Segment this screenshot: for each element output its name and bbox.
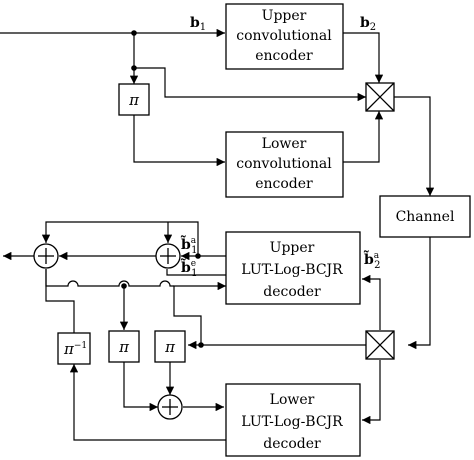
lower-decoder-line1: Lower bbox=[270, 392, 315, 408]
upper-decoder-line3: decoder bbox=[263, 284, 321, 300]
channel-label: Channel bbox=[396, 209, 455, 225]
junction-dot bbox=[121, 283, 127, 289]
systematic-to-upper-decoder bbox=[173, 281, 226, 345]
top-feedback-loop bbox=[41, 221, 199, 256]
upper-decoder-block bbox=[225, 231, 361, 305]
extrinsic-bus bbox=[45, 269, 174, 287]
junction-dot bbox=[131, 65, 137, 71]
pi-mid-to-adder bbox=[123, 362, 158, 412]
upper-encoder-line3: encoder bbox=[255, 48, 313, 64]
interleaver-right-symbol: π bbox=[164, 338, 176, 356]
lower-encoder-line3: encoder bbox=[255, 176, 313, 192]
lower-encoder-output bbox=[343, 111, 384, 163]
interleaver-mid-symbol: π bbox=[118, 338, 130, 356]
interleaver-symbol: π bbox=[128, 91, 140, 109]
upper-decoder-line1: Upper bbox=[270, 240, 315, 256]
upper-encoder-block bbox=[225, 3, 344, 70]
extrinsic-feedback bbox=[166, 269, 226, 276]
lower-encoder-line2: convolutional bbox=[236, 156, 332, 172]
channel-block bbox=[379, 195, 471, 238]
deinterleaver-path bbox=[45, 269, 75, 333]
deinterleaver-symbol: π−1 bbox=[63, 340, 87, 358]
demux-to-upper-decoder bbox=[362, 274, 381, 330]
adder-bottom-icon bbox=[157, 394, 183, 420]
junction-dot bbox=[131, 30, 137, 36]
deinterleaver-block bbox=[57, 332, 91, 365]
upper-decoder-line2: LUT-Log-BCJR bbox=[241, 262, 343, 278]
junction-dot bbox=[195, 253, 201, 259]
interleaver-right-block bbox=[154, 330, 186, 363]
upper-encoder-output bbox=[343, 32, 384, 83]
channel-to-demux bbox=[408, 237, 431, 350]
signal-b2-label: b2 bbox=[360, 15, 376, 33]
lower-decoder-block bbox=[225, 383, 361, 457]
adder-left-icon bbox=[33, 243, 59, 269]
lower-decoder-line2: LUT-Log-BCJR bbox=[241, 414, 343, 430]
demux-to-lower-decoder bbox=[362, 360, 381, 425]
signal-b1-label: b1 bbox=[190, 15, 206, 33]
junction-dot bbox=[198, 342, 204, 348]
lower-encoder-line1: Lower bbox=[262, 136, 307, 152]
multiplexer-icon bbox=[365, 82, 395, 112]
systematic-path bbox=[134, 67, 366, 102]
interleaver-to-lower-encoder bbox=[133, 115, 225, 167]
demultiplexer-icon bbox=[365, 330, 395, 360]
interleaver-mid-block bbox=[108, 330, 140, 363]
mux-to-channel bbox=[393, 96, 435, 196]
upper-encoder-line2: convolutional bbox=[236, 28, 332, 44]
adder-right-icon bbox=[155, 243, 181, 269]
lower-encoder-block bbox=[225, 131, 344, 198]
interleaver-block bbox=[118, 83, 150, 116]
upper-encoder-line1: Upper bbox=[262, 8, 307, 24]
lower-decoder-line3: decoder bbox=[263, 436, 321, 452]
lower-decoder-to-deinterleaver bbox=[69, 364, 226, 441]
